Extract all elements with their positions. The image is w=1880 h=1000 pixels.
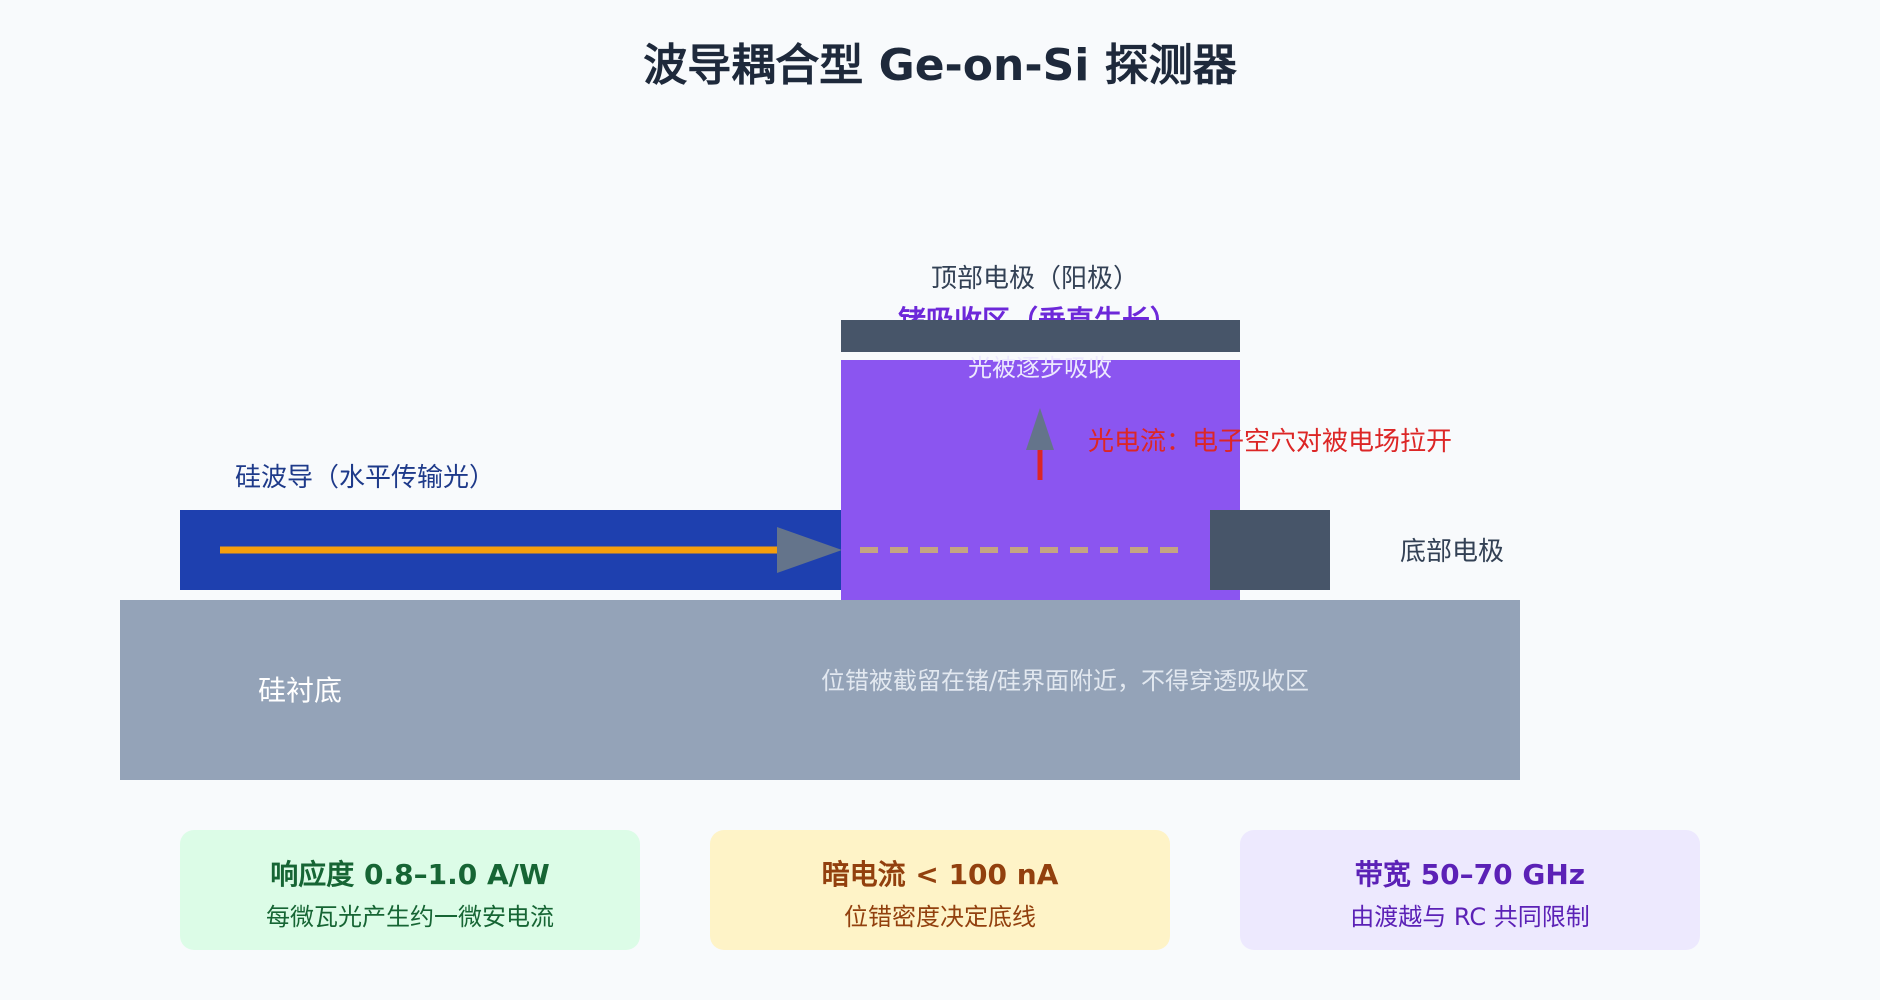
waveguide-label: 硅波导（水平传输光）	[235, 463, 495, 493]
card-background	[1240, 830, 1700, 950]
silicon-substrate	[120, 600, 1520, 780]
light-arrow-head-icon	[777, 527, 842, 573]
photocurrent-label: 光电流：电子空穴对被电场拉开	[1088, 427, 1452, 457]
page-title: 波导耦合型 Ge-on-Si 探测器	[643, 40, 1237, 91]
top-electrode	[841, 320, 1240, 352]
bottom-electrode	[1210, 510, 1330, 590]
card-title: 响应度 0.8–1.0 A/W	[270, 858, 550, 891]
card-title: 带宽 50–70 GHz	[1355, 858, 1585, 891]
card-background	[710, 830, 1170, 950]
card-title: 暗电流 < 100 nA	[822, 858, 1059, 891]
bottom-electrode-label: 底部电极	[1400, 537, 1504, 567]
card-background	[180, 830, 640, 950]
substrate-label: 硅衬底	[258, 674, 342, 707]
metric-card-responsivity: 响应度 0.8–1.0 A/W 每微瓦光产生约一微安电流	[180, 830, 640, 950]
absorb-note: 光被逐步吸收	[968, 354, 1112, 382]
card-subtitle: 由渡越与 RC 共同限制	[1350, 903, 1590, 931]
card-subtitle: 位错密度决定底线	[844, 903, 1036, 931]
metric-card-bandwidth: 带宽 50–70 GHz 由渡越与 RC 共同限制	[1240, 830, 1700, 950]
metric-card-dark-current: 暗电流 < 100 nA 位错密度决定底线	[710, 830, 1170, 950]
dislocation-note: 位错被截留在锗/硅界面附近，不得穿透吸收区	[821, 667, 1309, 695]
card-subtitle: 每微瓦光产生约一微安电流	[266, 903, 554, 931]
photocurrent-arrow-head-icon	[1026, 408, 1054, 450]
top-electrode-label: 顶部电极（阳极）	[931, 264, 1139, 294]
